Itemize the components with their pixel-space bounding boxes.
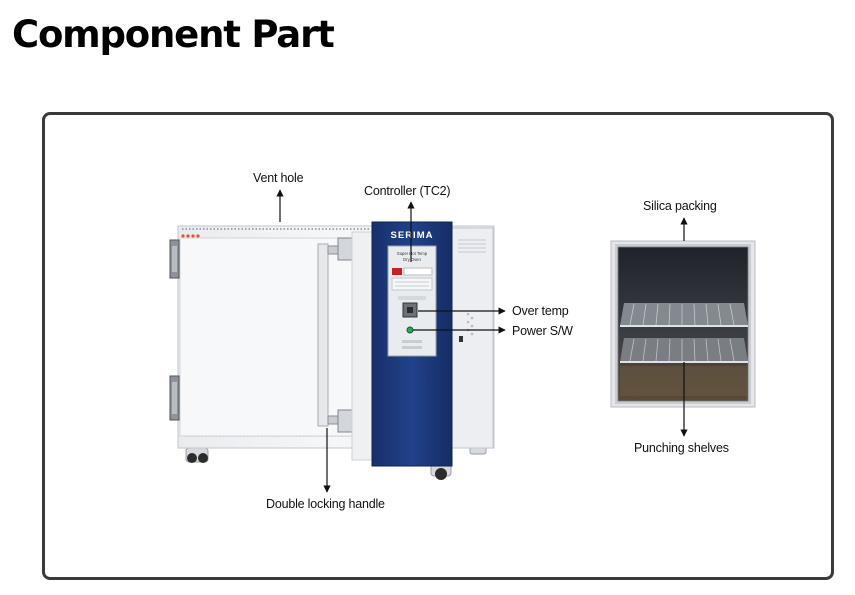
over-temp-knob	[402, 302, 418, 318]
door-hinge-bottom	[169, 375, 180, 421]
label-controller: Controller (TC2)	[364, 184, 451, 198]
oven-interior-view	[610, 240, 756, 408]
silica-packing-gasket	[615, 244, 751, 404]
power-switch-lamp	[406, 326, 414, 334]
door-hinge-top	[169, 239, 180, 279]
status-lamps	[181, 234, 200, 238]
caster-left	[185, 447, 209, 463]
side-vent-holes	[466, 312, 474, 336]
controller-caption-line1: Super Hot Temp	[397, 251, 428, 256]
label-over-temp: Over temp	[512, 304, 569, 318]
label-punching-shelves: Punching shelves	[634, 441, 729, 455]
punching-shelf-upper	[620, 303, 748, 327]
page-title: Component Part	[12, 13, 335, 56]
label-double-locking-handle: Double locking handle	[266, 497, 385, 511]
punching-shelf-lower	[620, 338, 748, 363]
label-power-switch: Power S/W	[512, 324, 573, 338]
label-vent-hole: Vent hole	[253, 171, 304, 185]
power-socket	[459, 336, 463, 342]
controller-caption-line2: Dry Oven	[403, 257, 421, 262]
oven-unit: SERIMA Super Hot Temp Dry Oven	[169, 221, 495, 480]
side-vent-slots	[458, 239, 486, 253]
brand-logo: SERIMA	[391, 230, 434, 241]
label-silica-packing: Silica packing	[643, 199, 717, 213]
double-locking-handle	[317, 237, 360, 433]
controller-tc2: Super Hot Temp Dry Oven	[387, 245, 437, 357]
